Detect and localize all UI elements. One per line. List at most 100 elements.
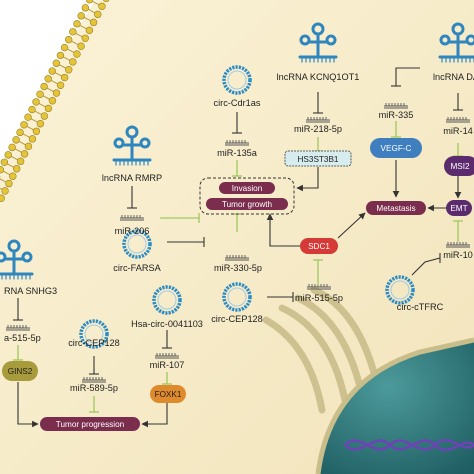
- membrane-head: [20, 121, 28, 129]
- mirna-hairpin-icon: [384, 103, 408, 109]
- rmrp-structure-icon: [112, 125, 152, 166]
- label-hsa-circ-0041103: Hsa-circ-0041103: [131, 319, 203, 329]
- membrane-head: [60, 43, 69, 52]
- label-vegfc: VEGF-C: [381, 144, 412, 153]
- label-mir-589: miR-589-5p: [70, 383, 118, 393]
- connectors: [13, 67, 463, 428]
- circ-farsa-icon: [122, 229, 152, 259]
- circ-cep128-left-icon: [79, 319, 109, 349]
- membrane-head: [40, 82, 48, 91]
- label-tumor-progression: Tumor progression: [56, 420, 125, 429]
- mirna-hairpin-icon: [225, 140, 249, 146]
- membrane-head: [36, 119, 45, 128]
- membrane-head: [4, 151, 12, 159]
- label-lncrna-dancr: lncRNA DA: [433, 72, 474, 82]
- label-mir-10x: miR-10: [443, 250, 473, 260]
- pill-msi2: MSI2: [444, 156, 474, 176]
- membrane-head: [77, 12, 85, 20]
- label-mir-515-left: a-515-5p: [4, 333, 41, 343]
- mirna-hairpin-icon: [225, 255, 249, 261]
- membrane-head: [8, 143, 16, 152]
- membrane-head: [28, 135, 37, 143]
- mirna-hairpin-icon: [446, 117, 470, 123]
- membrane-head: [94, 10, 102, 19]
- label-mir-135a: miR-135a: [217, 148, 258, 158]
- membrane-head: [69, 28, 77, 36]
- membrane-head: [81, 34, 89, 42]
- label-mir-14x: miR-14: [443, 126, 473, 136]
- membrane-head: [44, 104, 53, 113]
- dna-helix-icon: [344, 438, 474, 452]
- membrane-head: [48, 97, 57, 105]
- circ-ctfrc-icon: [385, 275, 415, 305]
- membrane-head: [64, 35, 73, 44]
- label-mir-335: miR-335: [379, 110, 414, 120]
- membrane-head: [1, 187, 9, 195]
- membrane-head: [24, 113, 32, 121]
- label-tumor-growth: Tumor growth: [222, 200, 273, 209]
- label-invasion: Invasion: [232, 184, 263, 193]
- pill-hs3st3b1: HS3ST3B1: [284, 150, 352, 167]
- membrane-head: [16, 128, 24, 137]
- mirna-hairpin-icon: [82, 377, 106, 383]
- pill-emt: EMT: [446, 200, 472, 216]
- snhg3-structure-icon: [0, 239, 34, 280]
- label-mir-330: miR-330-5p: [214, 263, 262, 273]
- label-msi2: MSI2: [450, 162, 470, 171]
- membrane-head: [56, 51, 65, 60]
- mirna-hairpin-icon: [120, 215, 144, 221]
- label-circ-cep128-left: circ-CEP128: [68, 338, 120, 348]
- pill-tumor-growth: Tumor growth: [206, 198, 288, 210]
- pill-foxk1: FOXK1: [150, 385, 186, 403]
- membrane-head: [98, 2, 106, 11]
- membrane-head: [32, 127, 41, 135]
- label-lncrna-snhg3: RNA SNHG3: [4, 286, 57, 296]
- mirna-hairpin-icon: [306, 117, 330, 123]
- pill-vegfc: VEGF-C: [370, 138, 422, 158]
- label-lncrna-rmrp: lncRNA RMRP: [102, 173, 162, 183]
- membrane-head: [16, 157, 25, 166]
- membrane-head: [52, 59, 61, 67]
- pill-sdc1: SDC1: [300, 238, 338, 254]
- circ-cdr1as-icon: [222, 65, 252, 95]
- pill-gins2: GINS2: [2, 361, 38, 381]
- membrane-head: [56, 81, 65, 90]
- dancr-structure-icon: [438, 22, 474, 63]
- membrane-head: [40, 112, 49, 120]
- mirna-hairpin-icon: [155, 353, 179, 359]
- cell-membrane: [0, 0, 110, 202]
- label-circ-cdr1as: circ-Cdr1as: [214, 98, 261, 108]
- membrane-head: [48, 67, 56, 75]
- label-mir-107: miR-107: [150, 360, 185, 370]
- circ-cep128-mid-icon: [222, 282, 252, 312]
- pill-invasion: Invasion: [219, 182, 275, 194]
- label-hs3st3b1: HS3ST3B1: [298, 155, 339, 164]
- kcnq1ot1-structure-icon: [298, 22, 338, 63]
- membrane-head: [12, 165, 21, 173]
- membrane-head: [44, 75, 52, 83]
- label-mir-515-right: miR-515-5p: [295, 293, 343, 303]
- membrane-head: [9, 172, 17, 180]
- membrane-head: [0, 158, 9, 166]
- label-foxk1: FOXK1: [155, 390, 182, 399]
- membrane-head: [65, 66, 73, 74]
- membrane-head: [85, 26, 94, 35]
- mirna-hairpin-icon: [6, 325, 30, 331]
- pill-metastasis: Metastasis: [366, 201, 426, 215]
- membrane-head: [81, 4, 90, 12]
- membrane-head: [73, 20, 81, 28]
- membrane-head: [102, 0, 110, 2]
- membrane-head: [36, 90, 44, 98]
- label-emt: EMT: [450, 204, 467, 213]
- membrane-head: [85, 0, 94, 4]
- label-lncrna-kcnq1ot1: lncRNA KCNQ1OT1: [277, 72, 360, 82]
- label-mir-218: miR-218-5p: [294, 124, 342, 134]
- membrane-head: [89, 18, 98, 27]
- membrane-head: [73, 50, 81, 58]
- membrane-head: [24, 142, 33, 151]
- membrane-head: [32, 98, 40, 106]
- membrane-head: [0, 165, 5, 174]
- membrane-head: [5, 179, 13, 188]
